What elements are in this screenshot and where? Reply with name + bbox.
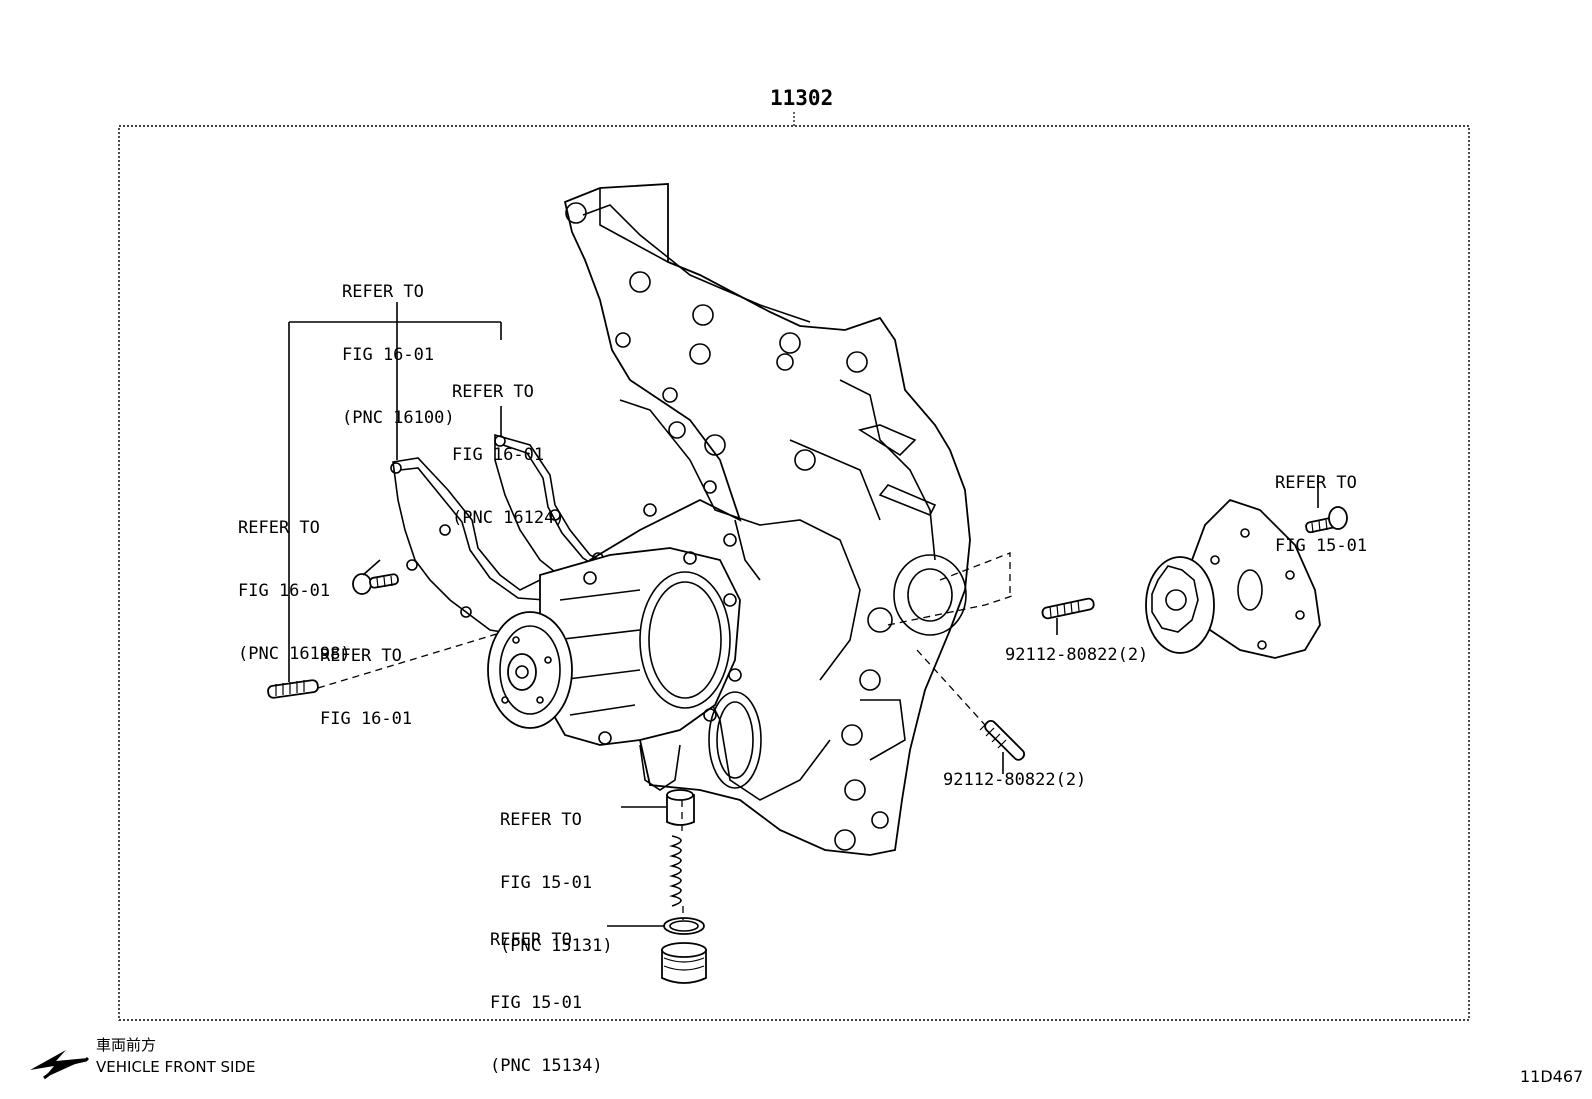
refer-line: REFER TO bbox=[238, 518, 320, 538]
refer-fig: FIG 15-01 bbox=[490, 993, 583, 1013]
refer-fig: FIG 16-01 bbox=[320, 709, 413, 729]
refer-fig: FIG 15-01 bbox=[500, 873, 593, 893]
refer-label-bolt-right: REFER TO FIG 15-01 bbox=[1275, 431, 1367, 578]
refer-line: REFER TO bbox=[320, 646, 402, 666]
gasket-ring-15134 bbox=[663, 917, 705, 935]
direction-label-japanese: 車両前方 bbox=[96, 1036, 157, 1054]
refer-line: REFER TO bbox=[500, 810, 582, 830]
bolt-left bbox=[352, 573, 399, 595]
align-line-left-stud bbox=[317, 632, 501, 689]
stud-left bbox=[267, 679, 319, 699]
bolt-oil-pump bbox=[1305, 506, 1348, 534]
oil-pump-assembly bbox=[1145, 498, 1321, 659]
align-line-right-lower bbox=[916, 649, 986, 726]
refer-line: REFER TO bbox=[1275, 473, 1357, 493]
part-number-stud-upper: 92112-80822(2) bbox=[1005, 645, 1149, 665]
diagram-code: 11D467 bbox=[1520, 1067, 1584, 1086]
assembly-number: 11302 bbox=[770, 86, 834, 110]
stud-right-upper bbox=[1041, 597, 1095, 620]
refer-pnc: (PNC 15134) bbox=[490, 1056, 603, 1076]
leader-bracket-16xxx bbox=[288, 302, 502, 682]
direction-label-english: VEHICLE FRONT SIDE bbox=[96, 1058, 256, 1076]
refer-pnc: (PNC 16198) bbox=[238, 644, 351, 664]
part-number-stud-lower: 92112-80822(2) bbox=[943, 770, 1087, 790]
leader-bolt-left bbox=[362, 559, 381, 576]
refer-label-16124: REFER TO FIG 16-01 (PNC 16124) bbox=[452, 340, 565, 550]
align-line-frame bbox=[939, 552, 1011, 595]
water-pump-16198 bbox=[487, 547, 742, 791]
refer-line: REFER TO bbox=[490, 930, 572, 950]
refer-label-16198: REFER TO FIG 16-01 (PNC 16198) bbox=[238, 476, 351, 686]
align-line-right-upper bbox=[887, 594, 1016, 626]
refer-pnc: (PNC 16124) bbox=[452, 508, 565, 528]
refer-pnc: (PNC 16100) bbox=[342, 408, 455, 428]
refer-label-bolt-left: REFER TO FIG 16-01 bbox=[320, 604, 412, 751]
refer-line: REFER TO bbox=[342, 282, 424, 302]
stud-right-lower bbox=[979, 719, 1026, 761]
assembly-frame bbox=[118, 125, 1470, 1021]
refer-pnc: (PNC 15131) bbox=[500, 936, 613, 956]
refer-fig: FIG 16-01 bbox=[342, 345, 435, 365]
refer-label-15131: REFER TO FIG 15-01 (PNC 15131) bbox=[500, 768, 613, 978]
refer-fig: FIG 15-01 bbox=[1275, 536, 1368, 556]
relief-valve-15131 bbox=[666, 789, 695, 826]
plug bbox=[661, 942, 707, 984]
refer-fig: FIG 16-01 bbox=[238, 581, 331, 601]
refer-label-15134: REFER TO FIG 15-01 (PNC 15134) bbox=[490, 888, 603, 1098]
timing-chain-cover bbox=[563, 183, 971, 856]
arrow-left-down-icon bbox=[30, 1050, 90, 1080]
refer-fig: FIG 16-01 bbox=[452, 445, 545, 465]
spring bbox=[669, 835, 682, 907]
refer-line: REFER TO bbox=[452, 382, 534, 402]
refer-label-16100: REFER TO FIG 16-01 (PNC 16100) bbox=[342, 240, 455, 450]
